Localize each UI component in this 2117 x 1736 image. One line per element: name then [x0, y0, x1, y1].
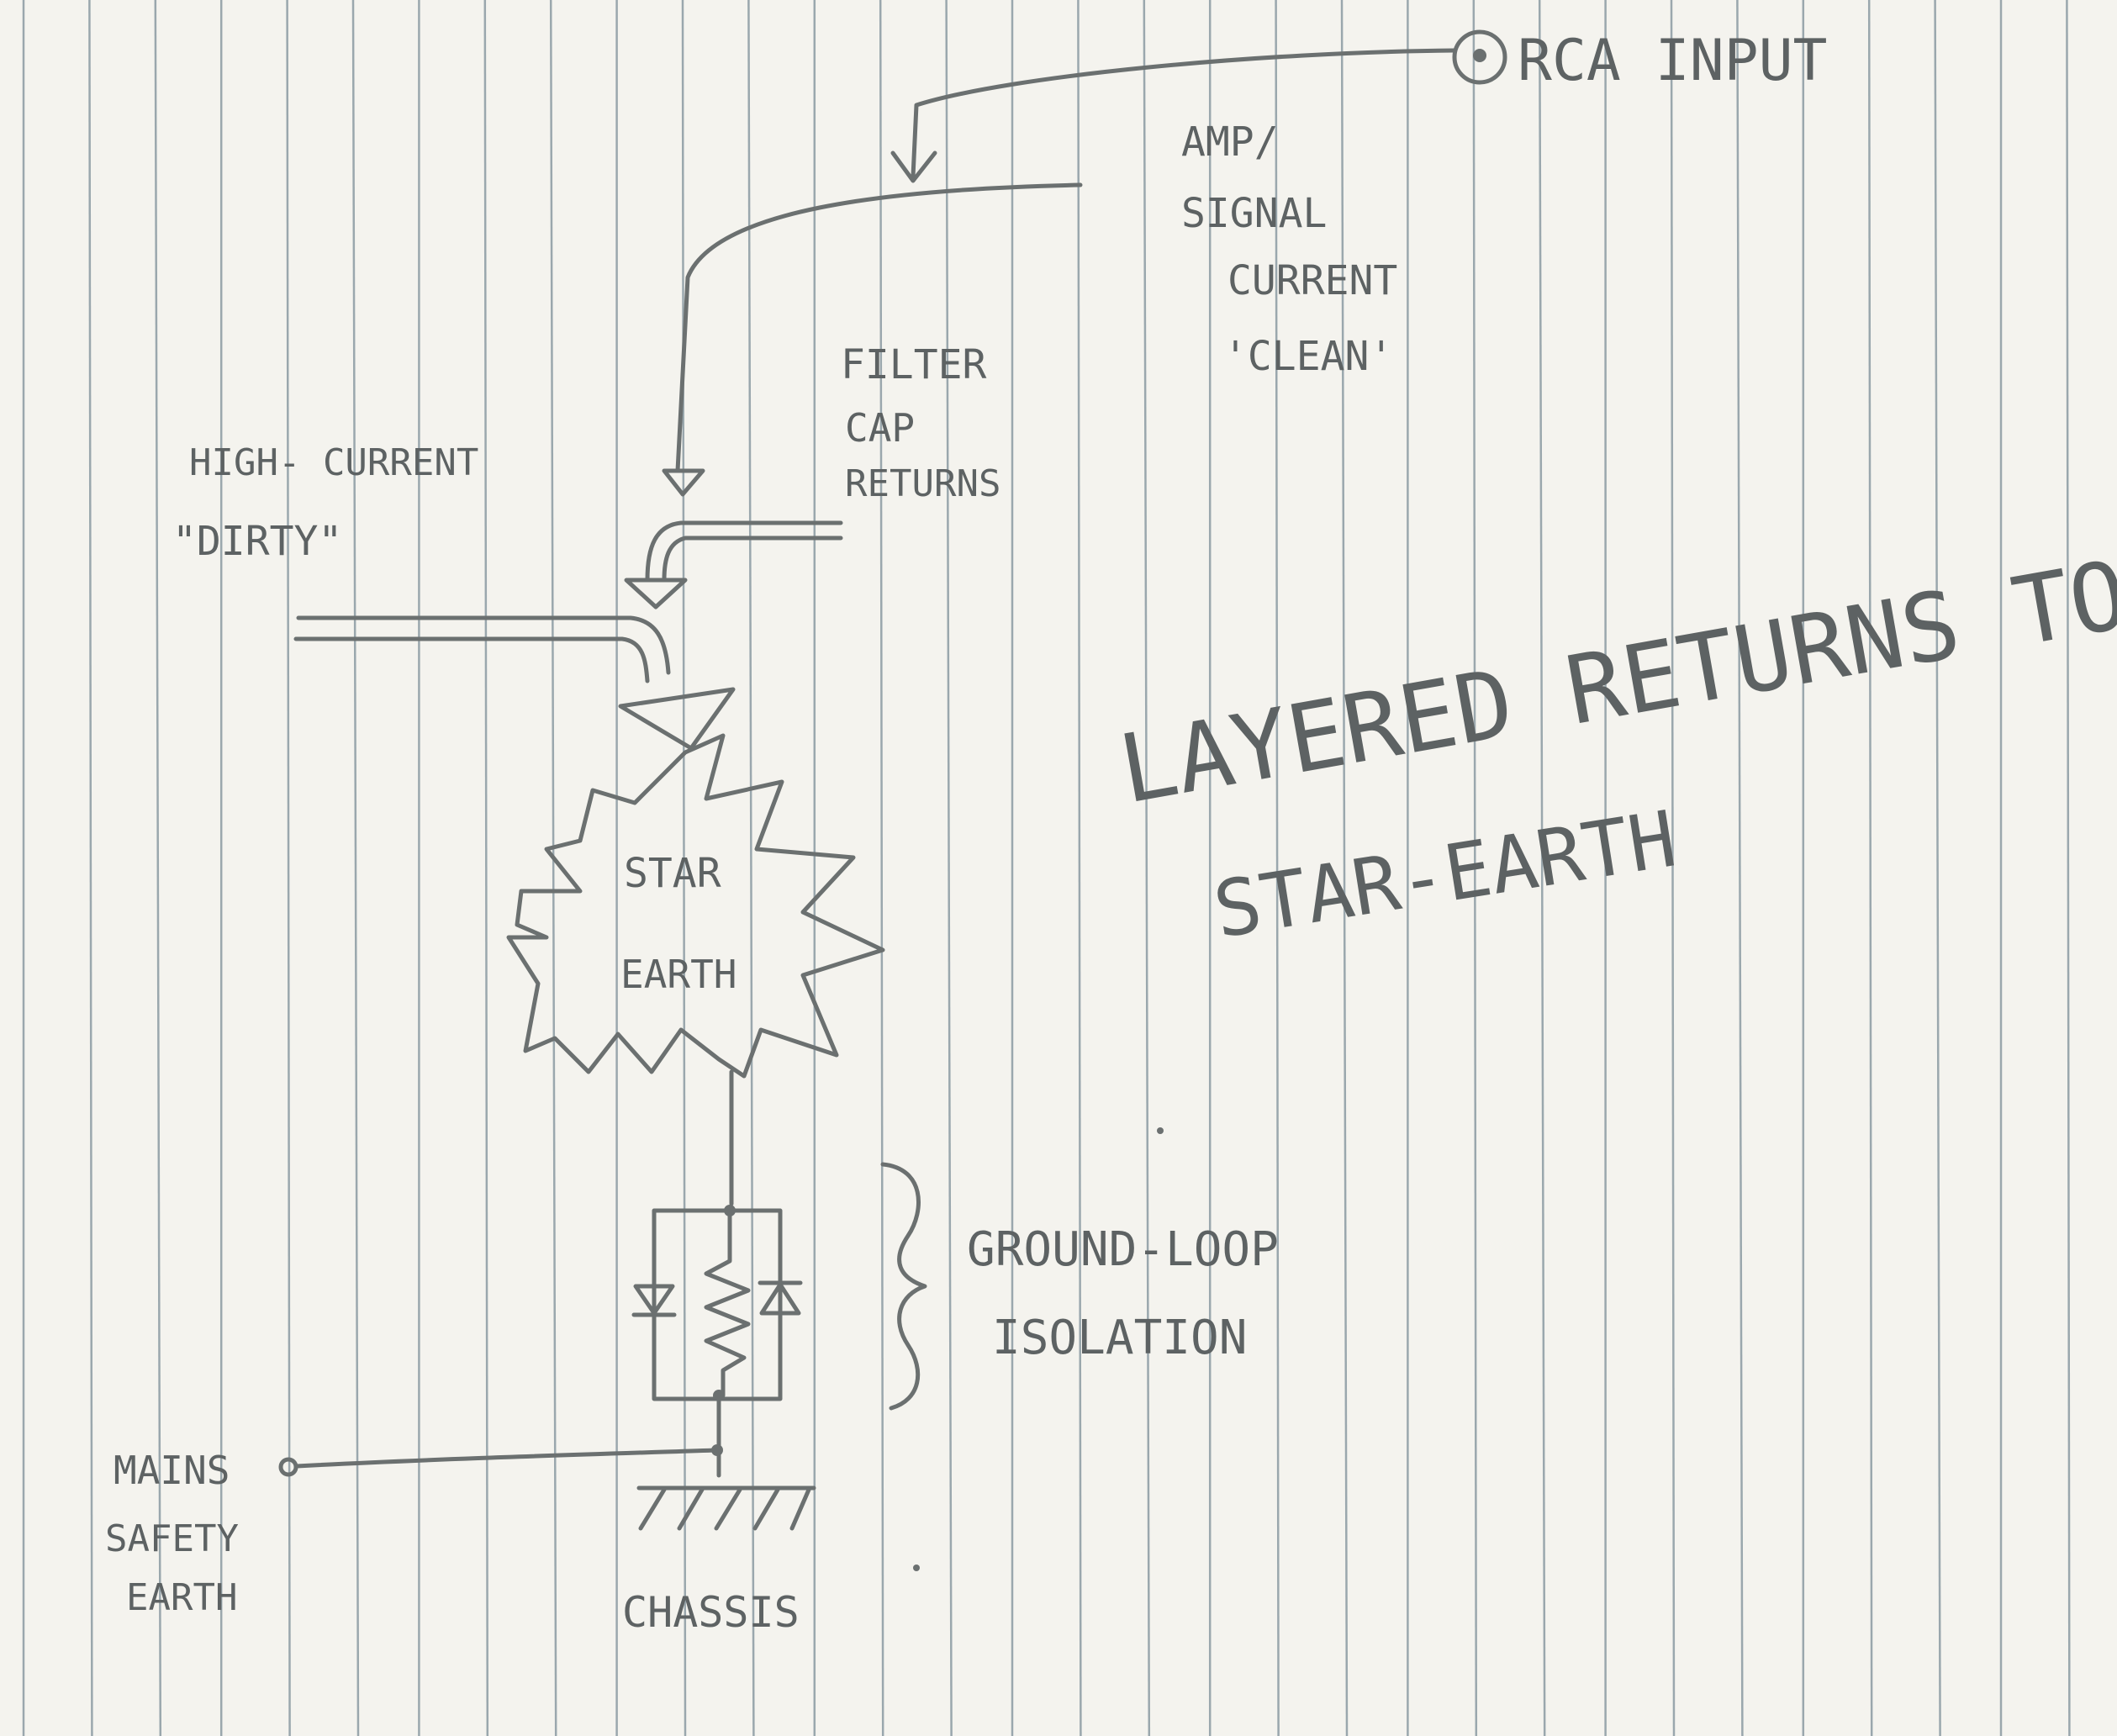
ruled-line — [1670, 0, 1676, 1736]
rca-input-label: RCA INPUT — [1518, 28, 1827, 94]
right-diode — [758, 1280, 803, 1316]
svg-text:ISOLATION: ISOLATION — [992, 1311, 1247, 1365]
svg-text:SAFETY: SAFETY — [105, 1517, 239, 1560]
filter-cap-return-wire — [645, 520, 843, 583]
svg-text:STAR: STAR — [624, 850, 721, 897]
svg-text:FILTER: FILTER — [841, 341, 986, 388]
star-earth-label: STAR EARTH — [620, 850, 736, 997]
ruled-line — [1472, 0, 1478, 1736]
isolation-network-rails — [652, 1208, 783, 1401]
chassis-label: CHASSIS — [622, 1588, 800, 1637]
ground-loop-isolation-label: GROUND-LOOP ISOLATION — [967, 1222, 1279, 1365]
ruled-line — [286, 0, 291, 1736]
ruled-line — [681, 0, 687, 1736]
ruled-line — [1736, 0, 1744, 1736]
amp-signal-current-label: AMP/ SIGNAL CURRENT 'CLEAN' — [1181, 119, 1397, 380]
ruled-line — [747, 0, 755, 1736]
svg-text:EARTH: EARTH — [126, 1576, 237, 1619]
amp-return-arrowhead — [662, 468, 705, 497]
ruled-line — [945, 0, 953, 1736]
filter-cap-returns-label: FILTER CAP RETURNS — [841, 341, 1000, 505]
ruled-line — [88, 0, 93, 1736]
mains-earth-wire — [294, 1448, 720, 1469]
ruled-line — [1340, 0, 1349, 1736]
pencil-dot — [1157, 1127, 1164, 1134]
ruled-line — [1143, 0, 1151, 1736]
svg-text:'CLEAN': 'CLEAN' — [1223, 333, 1393, 380]
svg-text:CURRENT: CURRENT — [1227, 257, 1397, 304]
amp-signal-return-wire — [675, 182, 1083, 473]
ruled-line — [1934, 0, 1941, 1736]
svg-text:"DIRTY": "DIRTY" — [172, 518, 342, 565]
ruled-line — [1077, 0, 1082, 1736]
high-current-dirty-label: HIGH- CURRENT "DIRTY" — [172, 441, 478, 565]
svg-text:MAINS: MAINS — [114, 1448, 230, 1493]
ruled-line — [879, 0, 884, 1736]
star-earth-node — [506, 733, 885, 1079]
svg-text:HIGH- CURRENT: HIGH- CURRENT — [189, 441, 478, 484]
svg-text:GROUND-LOOP: GROUND-LOOP — [967, 1222, 1279, 1277]
rca-signal-wire — [911, 48, 1457, 179]
high-current-arrowhead — [618, 687, 736, 751]
pencil-dot — [913, 1565, 920, 1571]
ruled-line — [351, 0, 360, 1736]
ruled-line — [549, 0, 557, 1736]
high-current-return-wire — [293, 615, 671, 683]
left-diode — [631, 1284, 677, 1317]
ruled-line — [483, 0, 489, 1736]
svg-text:CAP: CAP — [845, 405, 915, 451]
rca-wire-arrowhead — [890, 150, 937, 183]
ruled-line — [1867, 0, 1873, 1736]
ruled-line — [154, 0, 162, 1736]
chassis-ground-symbol — [636, 1485, 816, 1531]
filter-cap-arrowhead — [624, 578, 688, 609]
svg-text:SIGNAL: SIGNAL — [1181, 190, 1327, 237]
svg-text:EARTH: EARTH — [620, 952, 736, 997]
isolation-brace — [880, 1162, 927, 1411]
mains-safety-earth-label: MAINS SAFETY EARTH — [105, 1448, 239, 1619]
svg-text:AMP/: AMP/ — [1181, 119, 1279, 166]
svg-text:RETURNS: RETURNS — [845, 462, 1000, 505]
resistor — [704, 1208, 751, 1398]
ruled-lines — [22, 0, 2071, 1736]
ruled-line — [1538, 0, 1546, 1736]
rca-input-jack — [1452, 29, 1507, 85]
ruled-line — [1275, 0, 1280, 1736]
ruled-line — [2066, 0, 2071, 1736]
